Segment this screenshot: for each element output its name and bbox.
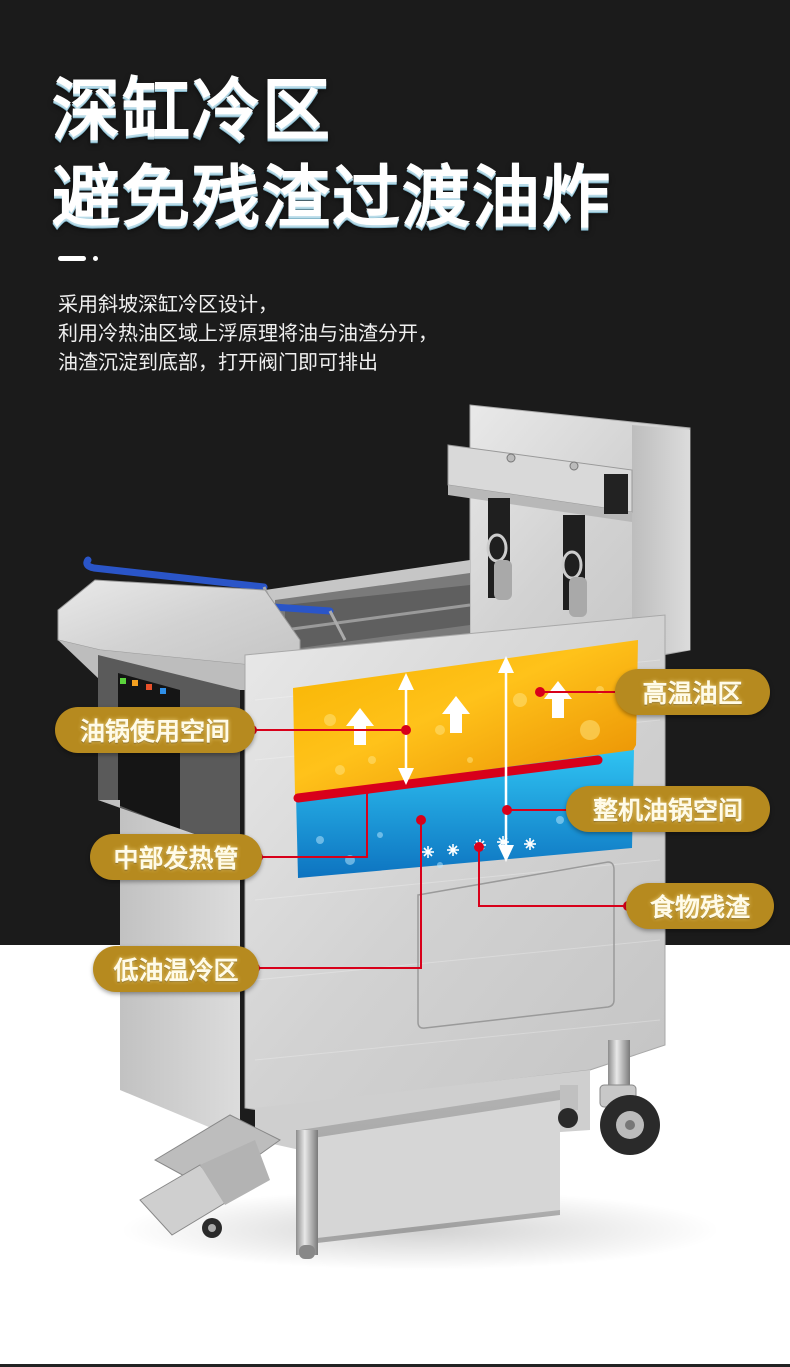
- headline-line-1: 深缸冷区: [52, 72, 333, 151]
- headline-line-2: 避免残渣过渡油炸: [52, 159, 613, 238]
- description-line-2: 利用冷热油区域上浮原理将油与油渣分开，: [58, 321, 438, 345]
- bottom-border: [0, 1364, 790, 1367]
- callout-low-temp-cold-zone: 低油温冷区: [93, 946, 259, 992]
- callout-middle-heating-tube: 中部发热管: [90, 834, 262, 880]
- callout-food-residue: 食物残渣: [626, 883, 774, 929]
- description-line-1: 采用斜坡深缸冷区设计，: [58, 292, 278, 316]
- description: 采用斜坡深缸冷区设计， 利用冷热油区域上浮原理将油与油渣分开， 油渣沉淀到底部，…: [58, 290, 438, 377]
- callout-whole-pot-space: 整机油锅空间: [566, 786, 770, 832]
- description-line-3: 油渣沉淀到底部，打开阀门即可排出: [58, 350, 378, 374]
- decorative-dash: [58, 256, 86, 261]
- decorative-dot: [93, 256, 98, 261]
- callout-pot-usable-space: 油锅使用空间: [55, 707, 255, 753]
- callout-high-temp-oil-zone: 高温油区: [615, 669, 770, 715]
